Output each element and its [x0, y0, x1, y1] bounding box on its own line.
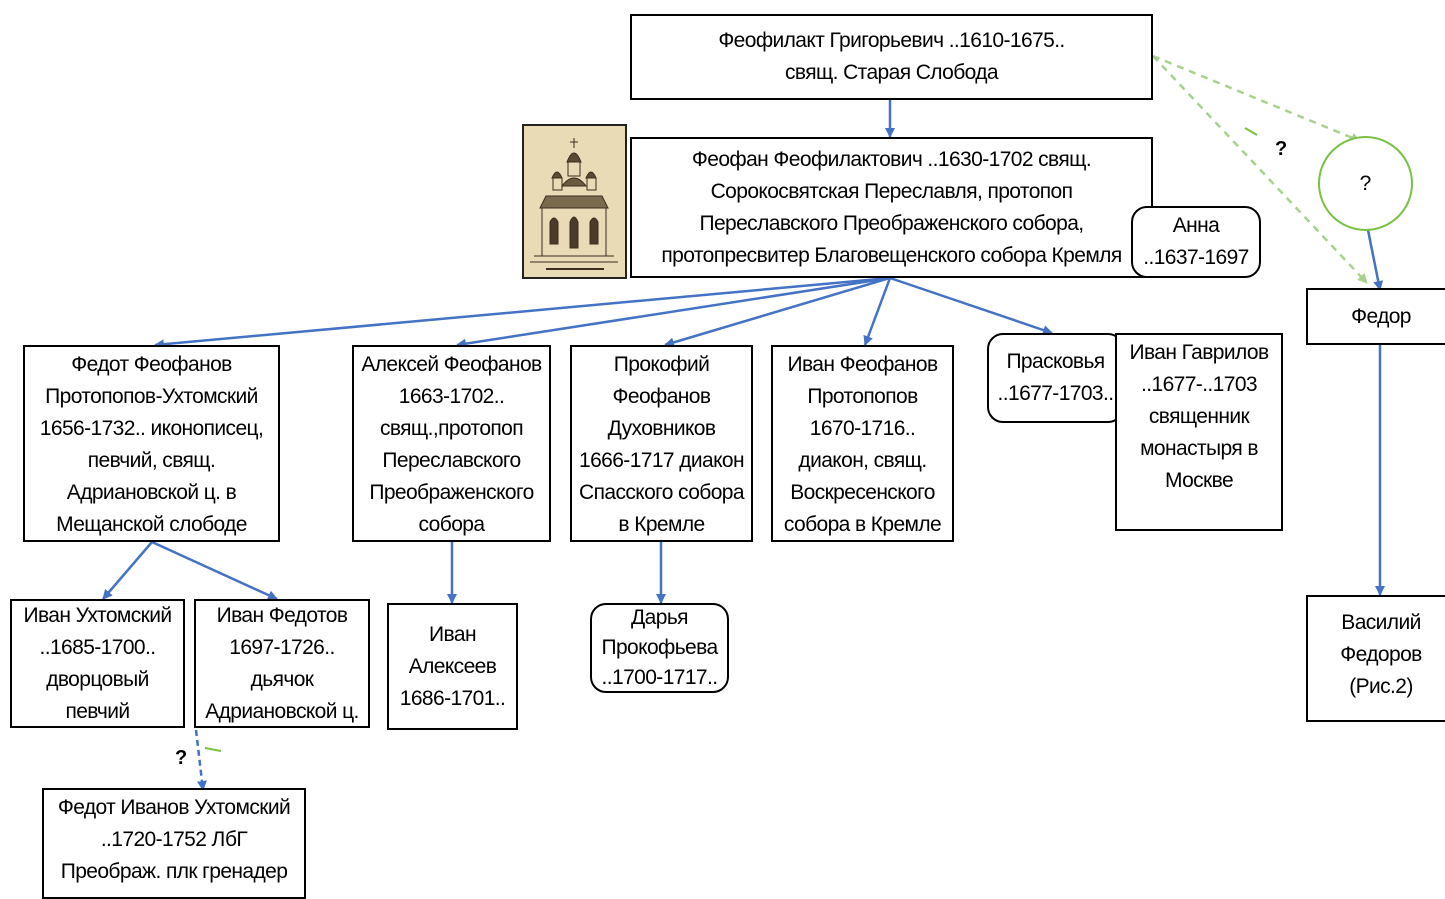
node-ivan-fedotov: Иван Федотов 1697-1726.. дьячок Адрианов…	[194, 599, 370, 728]
node-fedor: Федор	[1306, 288, 1445, 345]
node-aleksei: Алексей Феофанов 1663-1702.. свящ.,прото…	[352, 345, 551, 542]
edge-fedot-ivan-fedotov	[151, 540, 278, 601]
node-prokofii: Прокофий Феофанов Духовников 1666-1717 д…	[570, 345, 753, 542]
cathedral-drawing	[524, 126, 625, 277]
node-vasilii: Василий Федоров (Рис.2)	[1306, 595, 1445, 722]
node-feofan: Феофан Феофилактович ..1630-1702 свящ. С…	[630, 137, 1153, 278]
node-fedot: Федот Феофанов Протопопов-Ухтомский 1656…	[23, 345, 280, 542]
cathedral-engraving-icon	[522, 124, 627, 279]
edge-fedot-ivan-ukhtomsky	[102, 541, 153, 600]
question-mark-upper: ?	[1275, 138, 1288, 160]
edge-feofan-praskovia	[889, 276, 1053, 335]
node-ivan-alekseev: Иван Алексеев 1686-1701..	[387, 603, 518, 730]
edge-feofan-prokofii	[664, 276, 891, 348]
node-ivan-gavrilov: Иван Гаврилов ..1677-..1703 священник мо…	[1115, 333, 1283, 531]
node-daria: Дарья Прокофьева ..1700-1717..	[590, 603, 729, 693]
node-ivan-ukhtomsky: Иван Ухтомский ..1685-1700.. дворцовый п…	[10, 599, 185, 728]
edge-unknown-fedor	[1366, 229, 1384, 291]
node-anna: Анна ..1637-1697	[1131, 206, 1261, 278]
uncertain-edge-feofilakt-unknown	[1152, 54, 1361, 143]
edge-feofan-ivan-feofanov	[863, 277, 892, 346]
edge-feofan-aleksei	[456, 276, 891, 349]
node-feofilakt: Феофилакт Григорьевич ..1610-1675.. свящ…	[630, 14, 1153, 100]
node-ivan-feofanov: Иван Феофанов Протопопов 1670-1716.. диа…	[771, 345, 954, 542]
node-unknown: ?	[1318, 136, 1413, 231]
node-praskovia: Прасковья ..1677-1703..	[987, 333, 1124, 423]
question-mark-lower: ?	[175, 747, 188, 769]
edge-ivan-fedotov-fedot-ivanov	[194, 729, 207, 791]
edge-feofan-fedot	[154, 276, 891, 350]
uncertain-mark-upper	[1244, 127, 1258, 136]
node-fedot-ivanov: Федот Иванов Ухтомский ..1720-1752 ЛбГ П…	[42, 788, 306, 899]
uncertain-mark-lower	[204, 747, 222, 752]
